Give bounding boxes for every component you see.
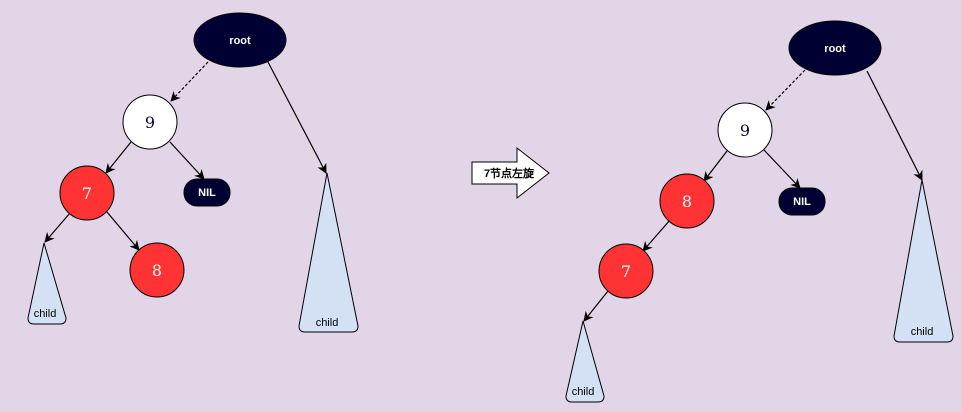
edge-8-to-7-after	[642, 219, 671, 252]
root-node-after	[788, 20, 882, 76]
root-node	[193, 12, 287, 68]
right-child-subtree	[298, 172, 359, 333]
edge-7-to-left-child-after	[583, 290, 609, 322]
edge-root-to-9-after	[765, 69, 806, 111]
before-tree: root 9 NIL 7 8 child child	[27, 12, 359, 333]
edge-7-to-8	[106, 211, 140, 251]
node-7-after	[598, 243, 654, 299]
root-label: root	[229, 35, 251, 47]
nil-label: NIL	[198, 187, 216, 199]
left-child-label-after: child	[572, 386, 595, 398]
root-label-after: root	[824, 43, 846, 55]
edge-9-to-7	[105, 141, 132, 174]
node-7	[59, 165, 115, 221]
node-9-label: 9	[145, 113, 155, 132]
edge-root-to-9	[170, 61, 209, 102]
right-child-label-after: child	[911, 326, 934, 338]
edge-9-to-nil	[169, 141, 205, 180]
left-child-subtree	[27, 242, 67, 325]
node-9	[122, 94, 178, 150]
right-child-label: child	[316, 317, 339, 329]
arrow-shape	[471, 146, 550, 200]
edge-7-to-left-child	[44, 212, 71, 243]
left-child-label: child	[34, 308, 57, 320]
node-7-label-after: 7	[621, 262, 631, 281]
node-8-label: 8	[152, 261, 162, 280]
left-child-subtree-after	[565, 320, 605, 403]
transition-arrow: 7节点左旋	[471, 146, 550, 200]
node-9-after	[717, 102, 773, 158]
nil-node	[183, 178, 231, 207]
nil-label-after: NIL	[793, 196, 811, 208]
node-8	[129, 242, 185, 298]
edge-root-to-right-child-after	[866, 70, 923, 181]
nil-node-after	[778, 187, 826, 216]
node-8-after	[659, 173, 715, 229]
edge-root-to-right-child	[267, 61, 327, 174]
after-tree: root 9 NIL 8 7 child child	[565, 20, 954, 403]
node-9-label-after: 9	[740, 121, 750, 140]
right-child-subtree-after	[893, 179, 954, 343]
node-7-label: 7	[82, 184, 92, 203]
edge-9-to-nil-after	[763, 149, 801, 189]
edge-9-to-8-after	[703, 150, 728, 182]
node-8-label-after: 8	[682, 192, 692, 211]
arrow-label: 7节点左旋	[484, 166, 535, 180]
